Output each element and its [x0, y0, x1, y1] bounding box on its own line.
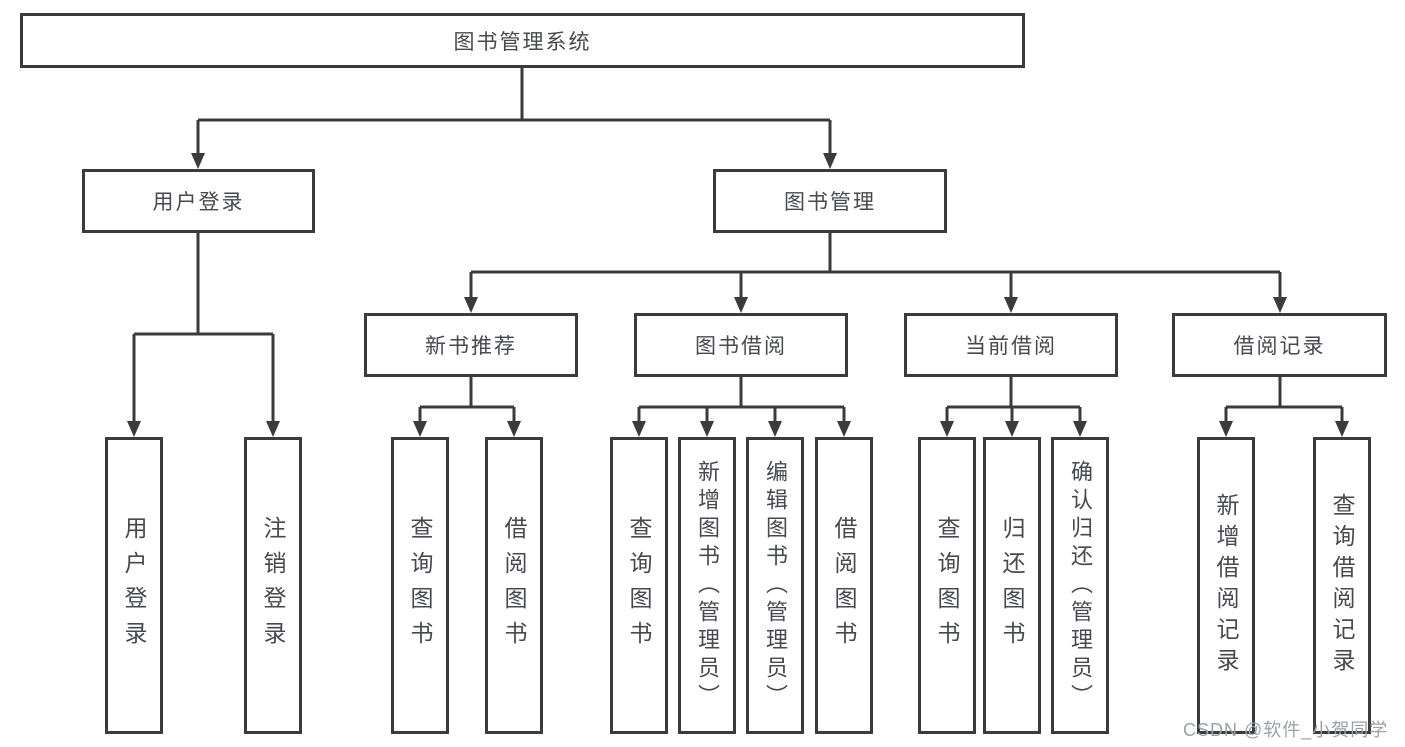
- connector-path: [132, 68, 1344, 425]
- leaf-borrow-books-recommend: 借阅图书: [485, 437, 543, 734]
- leaf-add-borrow-record: 新增借阅记录: [1197, 437, 1255, 734]
- leaf-confirm-return-admin: 确认归还（管理员）: [1051, 437, 1109, 734]
- leaf-query-borrow-record: 查询借阅记录: [1313, 437, 1371, 734]
- node-user-login: 用户登录: [82, 169, 315, 233]
- leaf-borrow-books-borrowing: 借阅图书: [815, 437, 873, 734]
- node-current-borrowing: 当前借阅: [904, 313, 1118, 377]
- leaf-return-books: 归还图书: [983, 437, 1041, 734]
- arrowheads: [127, 153, 1349, 437]
- node-root: 图书管理系统: [20, 13, 1025, 68]
- leaf-logout: 注销登录: [244, 437, 302, 734]
- node-borrowing-records: 借阅记录: [1172, 313, 1387, 377]
- leaf-query-books-current: 查询图书: [918, 437, 976, 734]
- csdn-watermark: CSDN @软件_小贺同学: [1183, 720, 1389, 740]
- leaf-edit-book-admin: 编辑图书（管理员）: [746, 437, 804, 734]
- leaf-add-book-admin: 新增图书（管理员）: [678, 437, 736, 734]
- node-new-book-recommend: 新书推荐: [364, 313, 578, 377]
- leaf-user-login: 用户登录: [105, 437, 163, 734]
- leaf-query-books-recommend: 查询图书: [391, 437, 449, 734]
- node-book-borrowing: 图书借阅: [634, 313, 848, 377]
- leaf-query-books-borrowing: 查询图书: [610, 437, 668, 734]
- node-book-management: 图书管理: [713, 169, 947, 233]
